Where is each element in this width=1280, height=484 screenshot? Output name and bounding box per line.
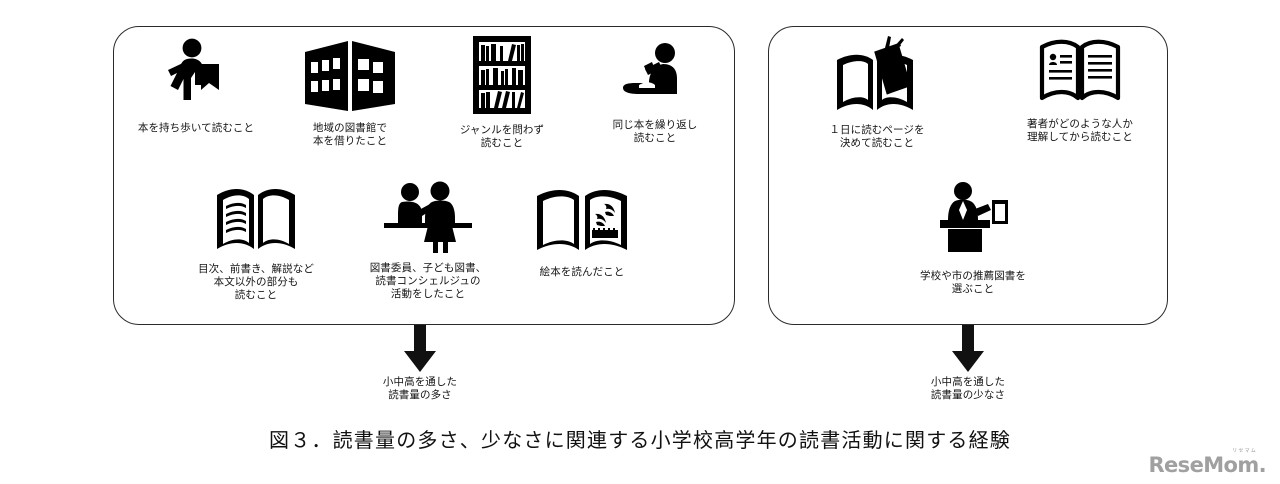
person-sitting-reading-icon: [580, 40, 730, 108]
outcome-low-reading-volume: 小中高を通した 読書量の少なさ: [888, 325, 1048, 402]
factor-card-read-front-matter: 目次、前書き、解説など 本文以外の部分も 読むこと: [176, 183, 336, 302]
person-at-podium-with-book-icon: [888, 180, 1058, 254]
factor-card-pages-per-day: １日に読むページを 決めて読むこと: [792, 36, 962, 150]
factor-label: 地域の図書館で 本を借りたこと: [312, 123, 388, 147]
factor-card-picture-books: 絵本を読んだこと: [512, 186, 652, 279]
figure-caption: 図３．読書量の多さ、少なさに関連する小学校高学年の読書活動に関する経験: [269, 430, 1011, 452]
person-walking-with-book-icon: [116, 38, 276, 112]
factor-label: 目次、前書き、解説など 本文以外の部分も 読むこと: [198, 264, 314, 301]
factor-label: ジャンルを問わず 読むこと: [459, 125, 545, 149]
outcome-label: 小中高を通した 読書量の多さ: [382, 377, 458, 401]
arrow-down-icon: [951, 325, 985, 373]
factor-card-library-committee: 図書委員、子ども図書、 読書コンシェルジュの 活動をしたこと: [348, 180, 508, 301]
open-book-author-profile-icon: [1000, 38, 1160, 104]
factor-card-reread-same-book: 同じ本を繰り返し 読むこと: [580, 40, 730, 145]
factor-card-know-author: 著者がどのような人か 理解してから読むこと: [1000, 38, 1160, 144]
outcome-label: 小中高を通した 読書量の少なさ: [930, 377, 1006, 401]
group-box-low-reading: [768, 26, 1168, 325]
open-book-with-bookmark-icon: [792, 36, 962, 116]
bookshelf-icon: [432, 34, 572, 116]
picture-book-dolphins-icon: [512, 186, 652, 254]
factor-card-recommended-books: 学校や市の推薦図書を 選ぶこと: [888, 180, 1058, 296]
factor-card-any-genre: ジャンルを問わず 読むこと: [432, 34, 572, 150]
factor-label: 著者がどのような人か 理解してから読むこと: [1027, 119, 1133, 143]
factor-card-carry-book: 本を持ち歩いて読むこと: [116, 38, 276, 135]
factor-label: 本を持ち歩いて読むこと: [137, 123, 255, 134]
two-people-at-counter-icon: [348, 180, 508, 254]
factor-label: 学校や市の推薦図書を 選ぶこと: [920, 271, 1026, 295]
watermark-kana: リセマム: [1232, 448, 1257, 454]
factor-label: １日に読むページを 決めて読むこと: [829, 125, 925, 149]
factor-label: 絵本を読んだこと: [539, 267, 625, 278]
library-building-icon: [280, 38, 420, 114]
outcome-high-reading-volume: 小中高を通した 読書量の多さ: [340, 325, 500, 402]
open-book-lined-pages-icon: [176, 183, 336, 255]
factor-label: 図書委員、子ども図書、 読書コンシェルジュの 活動をしたこと: [369, 263, 487, 300]
watermark-wordmark: ReseMom.: [1148, 453, 1266, 477]
resemom-watermark-logo: リセマム ReseMom.: [1148, 449, 1266, 476]
factor-label: 同じ本を繰り返し 読むこと: [612, 120, 698, 144]
factor-card-borrow-library: 地域の図書館で 本を借りたこと: [280, 38, 420, 148]
arrow-down-icon: [403, 325, 437, 373]
